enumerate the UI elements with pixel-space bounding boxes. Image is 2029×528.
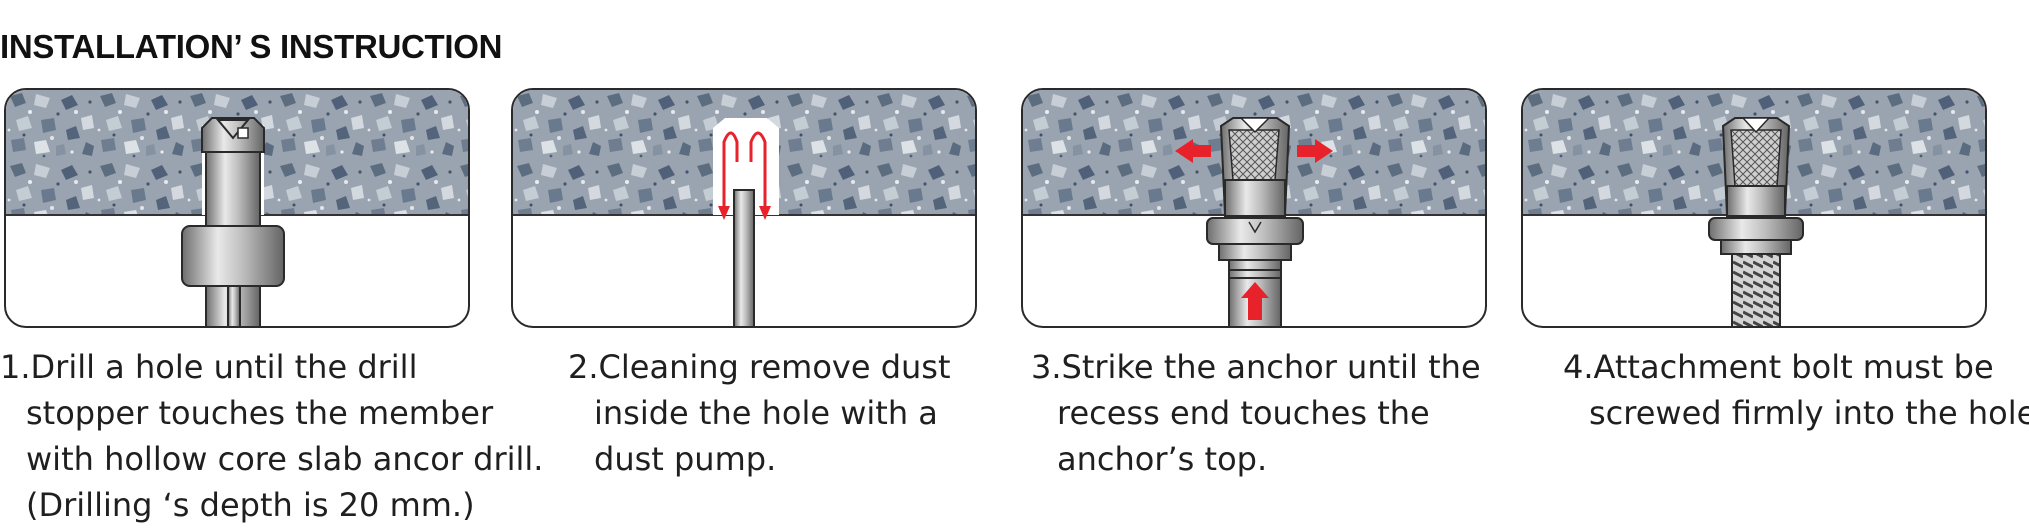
- dust-pump-icon: [733, 189, 755, 326]
- step-4-illustration: [1521, 88, 1987, 328]
- step-1-illustration: [4, 88, 470, 328]
- step-number: 1.: [0, 348, 31, 386]
- expand-arrow-icon: [1175, 139, 1333, 163]
- step-3-illustration: [1021, 88, 1487, 328]
- step-1-caption: 1.Drill a hole until the drill stopper t…: [0, 348, 544, 524]
- drill-bit-icon: [181, 117, 285, 326]
- page-title: INSTALLATION’ S INSTRUCTION: [0, 28, 503, 65]
- step-number: 4.: [1563, 348, 1594, 386]
- step-4-caption: 4.Attachment bolt must be screwed firmly…: [1563, 348, 2029, 432]
- strike-arrow-icon: [1241, 282, 1269, 320]
- anchor-icon: [1206, 117, 1304, 326]
- airflow-arrow-icon: [718, 131, 771, 220]
- step-2-caption: 2.Cleaning remove dust inside the hole w…: [568, 348, 951, 478]
- step-3-caption: 3.Strike the anchor until the recess end…: [1031, 348, 1481, 478]
- step-number: 2.: [568, 348, 599, 386]
- step-number: 3.: [1031, 348, 1062, 386]
- bolt-icon: [1708, 117, 1804, 326]
- step-2-illustration: [511, 88, 977, 328]
